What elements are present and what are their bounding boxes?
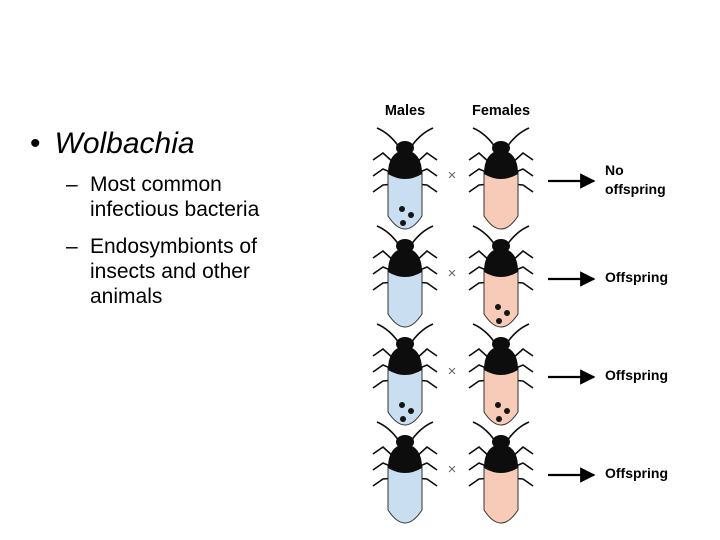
cross-symbol: × [448, 363, 457, 380]
result-label: Offspring [605, 465, 668, 481]
bullet-symbol: • [30, 127, 41, 160]
sub-bullet-endosymbionts: – Endosymbionts of insects and other ani… [66, 234, 306, 309]
females-header: Females [472, 103, 530, 119]
sub-bullet-text: Most common infectious bacteria [90, 173, 260, 221]
result-label: No [605, 162, 624, 178]
female-insect [468, 225, 534, 328]
males-header: Males [385, 103, 425, 119]
female-insect [468, 421, 534, 524]
cross-symbol: × [448, 461, 457, 478]
result-label: Offspring [605, 367, 668, 383]
female-insect [468, 127, 534, 230]
sub-bullet-text: Endosymbionts of insects and other anima… [90, 235, 257, 308]
bullet-term-wolbachia: Wolbachia [54, 127, 195, 160]
result-label: offspring [605, 181, 666, 197]
main-bullet: • Wolbachia [30, 126, 195, 162]
cross-symbol: × [448, 167, 457, 184]
cross-symbol: × [448, 265, 457, 282]
sub-bullet-dash: – [66, 173, 78, 196]
sub-bullet-dash: – [66, 235, 78, 258]
sub-bullet-common-bacteria: – Most common infectious bacteria [66, 172, 306, 222]
male-insect [372, 225, 438, 328]
male-insect [372, 323, 438, 426]
cross-rows: × No offspring × Offspring × Offspring × Offspri… [372, 127, 668, 524]
male-insect [372, 421, 438, 524]
result-label: Offspring [605, 269, 668, 285]
female-insect [468, 323, 534, 426]
male-insect [372, 127, 438, 230]
